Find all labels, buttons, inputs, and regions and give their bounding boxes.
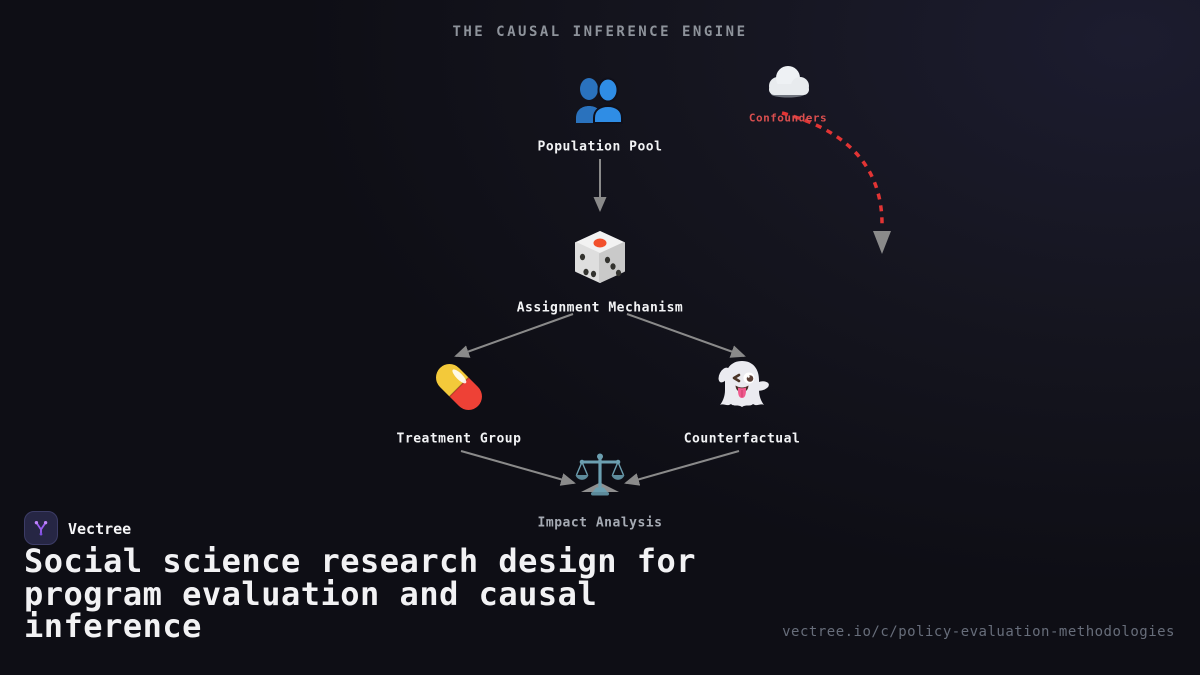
edge-counterfactual-impact [624,450,740,486]
vector-branch-icon [34,520,48,536]
impact-analysis-label: Impact Analysis [537,515,663,531]
card-url: vectree.io/c/policy-evaluation-methodolo… [782,624,1175,640]
busts-icon [573,76,627,124]
pill-icon [430,358,488,416]
counterfactual-label: Counterfactual [683,431,801,447]
population-pool-label: Population Pool [537,139,663,155]
vectree-logo [24,511,58,545]
confounders-arrowhead [873,231,891,254]
brand-name: Vectree [68,520,132,538]
treatment-group-label: Treatment Group [396,431,522,447]
assignment-mechanism-label: Assignment Mechanism [516,300,684,316]
scales-icon [575,450,625,496]
card-headline: Social science research design for progr… [24,542,697,645]
dice-icon [572,229,628,285]
edge-treatment-impact [460,450,576,486]
edge-confounders-dashed [781,111,884,229]
edge-assignment-counterfactual [626,313,746,358]
edge-assignment-treatment [454,313,574,358]
diagram-title: THE CAUSAL INFERENCE ENGINE [452,24,748,40]
cloud-icon [764,64,814,100]
ghost-icon [713,356,771,412]
confounders-label: Confounders [748,111,828,125]
